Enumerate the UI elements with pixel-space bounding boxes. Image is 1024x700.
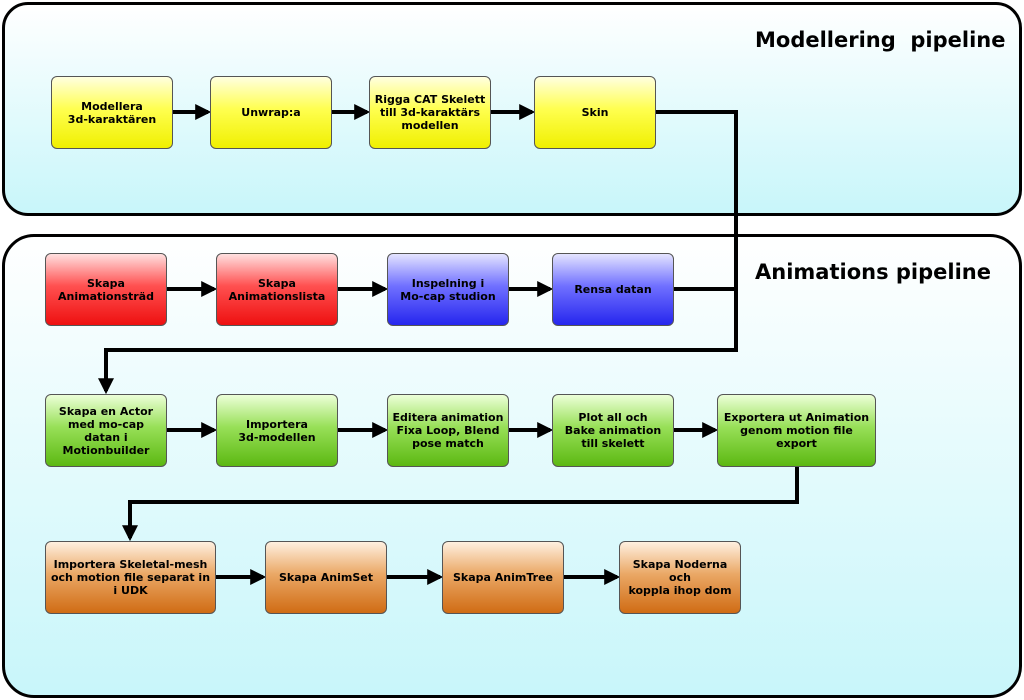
node-rigga: Rigga CAT Skelett till 3d-karaktärs mode… [369, 76, 491, 149]
node-editera: Editera animation Fixa Loop, Blend pose … [387, 394, 509, 467]
modellering-lane-title: Modellering pipeline [755, 28, 1006, 52]
node-animationslista: Skapa Animationslista [216, 253, 338, 326]
node-importera3d: Importera 3d-modellen [216, 394, 338, 467]
arrow-merge-actor [98, 289, 738, 395]
node-animationstrad: Skapa Animationsträd [45, 253, 167, 326]
node-actor: Skapa en Actor med mo-cap datan i Motion… [45, 394, 167, 467]
node-animtree: Skapa AnimTree [442, 541, 564, 614]
arrow-exportera-skeletal [122, 466, 799, 542]
node-unwrap: Unwrap:a [210, 76, 332, 149]
node-animset: Skapa AnimSet [265, 541, 387, 614]
node-skin: Skin [534, 76, 656, 149]
node-plot: Plot all och Bake animation till skelett [552, 394, 674, 467]
node-noderna: Skapa Noderna och koppla ihop dom [619, 541, 741, 614]
line-skin-merge [656, 110, 738, 289]
animations-lane-title: Animations pipeline [755, 260, 991, 284]
node-rensa: Rensa datan [552, 253, 674, 326]
node-skeletal: Importera Skeletal-mesh och motion file … [45, 541, 216, 614]
node-inspelning: Inspelning i Mo-cap studion [387, 253, 509, 326]
node-exportera: Exportera ut Animation genom motion file… [717, 394, 876, 467]
node-modellera: Modellera 3d-karaktären [51, 76, 173, 149]
